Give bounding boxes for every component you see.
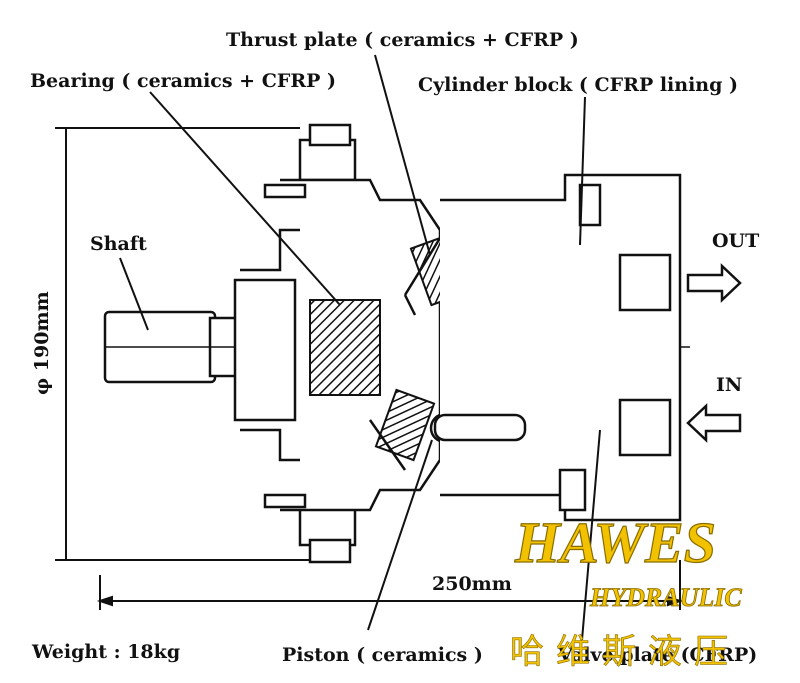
- leader-lines: [119, 54, 601, 641]
- rear-housing: [440, 173, 682, 522]
- label-thrust-plate: Thrust plate ( ceramics + CFRP ): [226, 29, 579, 51]
- label-valve-plate: Valve plate (CFRP): [557, 644, 757, 666]
- label-weight: Weight : 18kg: [31, 641, 180, 663]
- dimension-frame: [55, 127, 684, 610]
- watermark-sub: HYDRAULIC: [589, 583, 742, 612]
- watermark-chinese: 哈维斯液压: [510, 632, 740, 672]
- label-shaft: Shaft: [90, 233, 147, 255]
- watermark-logo: HAWES HYDRAULIC 哈维斯液压: [510, 509, 743, 672]
- label-piston: Piston ( ceramics ): [282, 644, 483, 666]
- thrust-plate: [368, 229, 447, 471]
- label-cylinder-block: Cylinder block ( CFRP lining ): [418, 74, 738, 96]
- label-diameter: φ 190mm: [31, 291, 53, 395]
- port-arrows: [686, 263, 742, 443]
- label-bearing: Bearing ( ceramics + CFRP ): [30, 70, 336, 92]
- piston: [433, 413, 527, 442]
- label-length: 250mm: [432, 573, 512, 595]
- watermark-brand: HAWES: [514, 510, 716, 575]
- label-in: IN: [716, 374, 742, 396]
- label-out: OUT: [712, 230, 759, 252]
